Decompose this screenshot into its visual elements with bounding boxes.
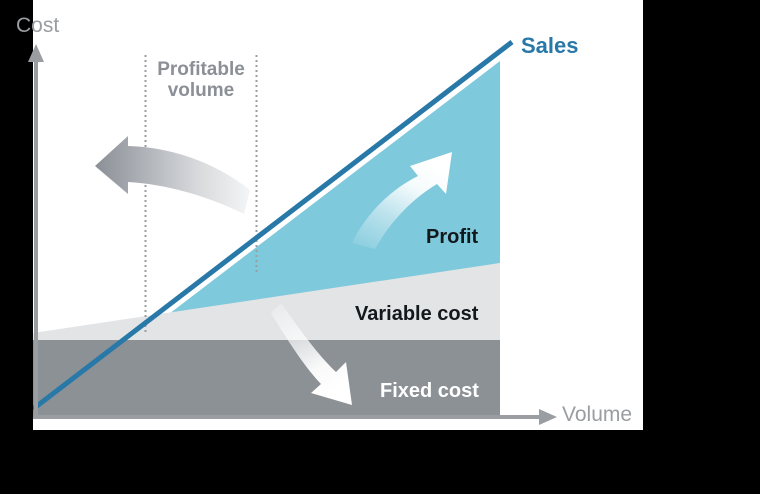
right-arrow-axis-icon [539,409,557,425]
x-axis [33,409,557,425]
profit-growth-arrow [352,152,452,249]
y-axis-label: Cost [16,14,60,37]
fixed-cost-arrow [271,303,352,405]
sales-series-label: Sales [521,33,579,58]
up-arrow-axis-icon [28,44,44,62]
fixed-cost-area-label: Fixed cost [380,380,479,402]
y-axis [28,44,44,418]
profit-area-label: Profit [426,226,479,248]
profit-area [148,61,500,330]
variable-cost-area-label: Variable cost [355,303,479,325]
profitable-volume-label-line2: volume [167,80,235,102]
profitable-volume-label: Profitable volume [150,59,252,102]
sales-line [33,40,514,411]
profitable-volume-arrow [95,136,250,214]
fixed-cost-area [33,340,500,418]
profitable-volume-label-line1: Profitable [157,59,245,80]
x-axis-label: Volume [562,403,633,426]
